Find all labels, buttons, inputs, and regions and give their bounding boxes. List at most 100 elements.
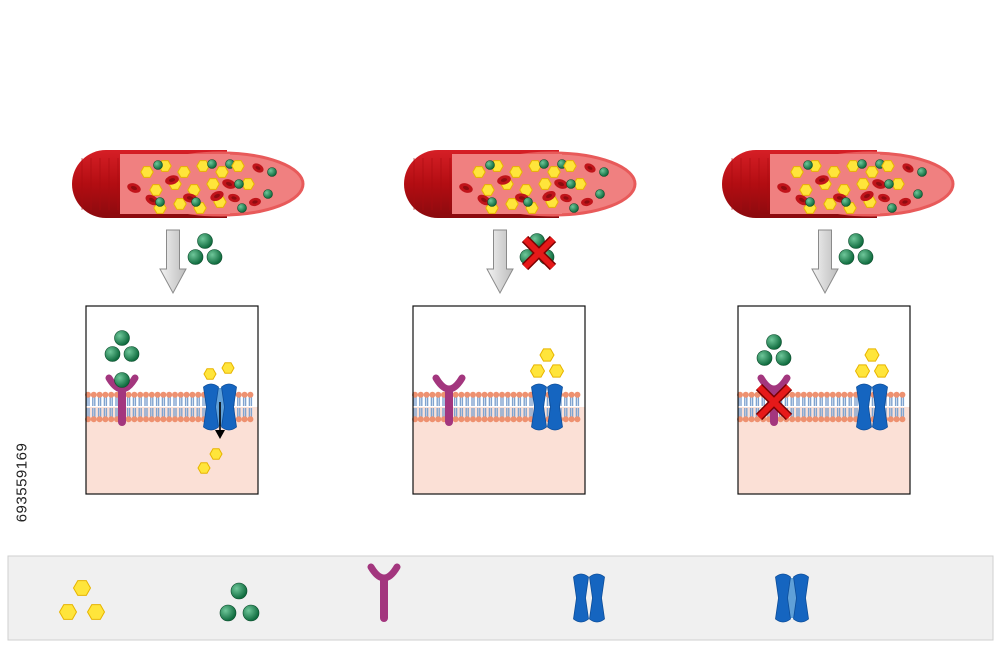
red-blood-cell (860, 190, 874, 202)
insulin-molecule (123, 346, 140, 362)
glut4-closed-icon (573, 573, 605, 623)
glucose-molecule (873, 364, 890, 378)
insulin-molecule (230, 582, 248, 600)
glucose-molecule (206, 178, 220, 190)
glucose-molecule (231, 160, 245, 172)
legend (7, 555, 994, 641)
red-blood-cell (252, 163, 264, 173)
glucose-molecule (539, 348, 555, 362)
glucose-molecule (854, 364, 871, 378)
red-blood-cell (815, 175, 829, 185)
red-blood-cell (210, 190, 224, 202)
glucose-molecule (472, 166, 486, 178)
glucose-molecule (837, 184, 851, 196)
glucose-molecule (528, 160, 542, 172)
insulin-molecule (569, 203, 579, 213)
glucose-molecule (563, 160, 577, 172)
glucose-molecule (881, 160, 895, 172)
red-blood-cell (249, 197, 261, 207)
blood-vessel (72, 150, 305, 218)
insulin-molecule (219, 604, 237, 622)
insulin-molecule (487, 197, 497, 207)
glucose-molecule (203, 368, 217, 380)
red-blood-cell (127, 183, 141, 193)
red-blood-cell (222, 179, 236, 189)
glucose-molecule (173, 198, 187, 210)
insulin-cluster (104, 330, 140, 362)
insulin-molecule (234, 179, 244, 189)
red-blood-cell (477, 194, 491, 206)
insulin-molecule (197, 233, 213, 249)
insulin-molecule (207, 159, 217, 169)
insulin-molecule (775, 350, 792, 366)
insulin-flow-cluster (187, 233, 223, 265)
red-blood-cell (902, 163, 914, 173)
image-id: 693559169 (4, 412, 40, 552)
glucose-molecule (481, 184, 495, 196)
insulin-molecule (857, 249, 874, 265)
insulin-blocked-x-icon (521, 235, 557, 271)
insulin-molecule (805, 197, 815, 207)
glut4-closed (531, 383, 563, 431)
glucose-molecule (209, 448, 223, 460)
red-blood-cell (899, 197, 911, 207)
red-blood-cell (581, 197, 593, 207)
glucose-molecule (864, 348, 880, 362)
glucose-molecule (187, 184, 201, 196)
insulin-molecule (267, 167, 277, 177)
insulin-molecule (766, 334, 782, 350)
insulin-bound (114, 372, 130, 388)
insulin-molecule (263, 189, 273, 199)
insulin-molecule (838, 249, 855, 265)
insulin-molecule (803, 160, 813, 170)
glucose-molecule (140, 166, 154, 178)
red-blood-cell (459, 183, 473, 193)
glucose-molecule (799, 184, 813, 196)
glucose-molecule (149, 184, 163, 196)
red-blood-cell (795, 194, 809, 206)
blood-vessel (404, 150, 637, 218)
cell-frame (85, 305, 259, 495)
red-blood-cell (777, 183, 791, 193)
glucose-molecule (548, 364, 565, 378)
insulin-molecule (917, 167, 927, 177)
insulin-molecule (756, 350, 773, 366)
glucose-molecule (58, 604, 78, 620)
insulin-molecule (191, 197, 201, 207)
glut4-transporter (775, 573, 809, 623)
insulin-molecule (599, 167, 609, 177)
insulin-molecule (187, 249, 204, 265)
panel-insulin-resistance (722, 150, 955, 495)
glut4-closed (856, 383, 888, 431)
insulin-molecule (155, 197, 165, 207)
insulin-molecule (566, 179, 576, 189)
glucose-molecule (519, 184, 533, 196)
insulin-receptor (367, 563, 401, 622)
red-blood-cell (560, 193, 572, 203)
insulin-molecule (237, 203, 247, 213)
image-id-text: 693559169 (13, 442, 31, 522)
glucose-molecule (827, 166, 841, 178)
glut4-open (203, 383, 237, 431)
insulin-molecule (485, 160, 495, 170)
insulin-cluster (756, 334, 792, 366)
flow-arrow (486, 229, 514, 295)
flow-arrow (811, 229, 839, 295)
glucose-molecule (529, 364, 546, 378)
panel-normal (72, 150, 305, 495)
legend-panel (7, 555, 994, 641)
insulin-icon (219, 582, 260, 622)
insulin-molecule (114, 330, 130, 346)
insulin-molecule (857, 159, 867, 169)
glucose-molecule (505, 198, 519, 210)
insulin-molecule (242, 604, 260, 622)
glucose-molecule (215, 166, 229, 178)
insulin-flow-cluster (838, 233, 874, 265)
insulin-molecule (848, 233, 864, 249)
insulin-molecule (523, 197, 533, 207)
glucose-molecule (196, 160, 210, 172)
insulin-molecule (884, 179, 894, 189)
receptor-blocked-x-icon (755, 383, 793, 421)
insulin-molecule (153, 160, 163, 170)
